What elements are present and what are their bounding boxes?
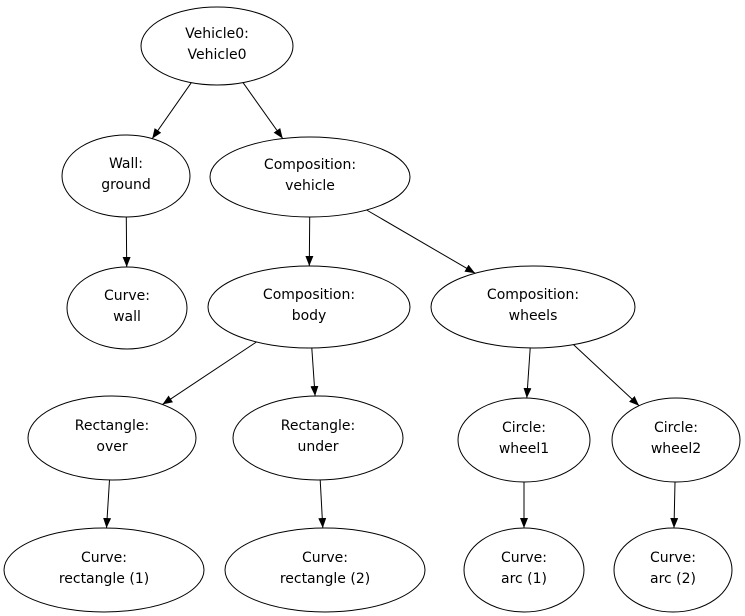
node-rectangle-under-line2: under: [297, 439, 338, 455]
node-curve-rectangle-1: Curve: rectangle (1): [3, 527, 205, 613]
edge-composition-body-to-rectangle-over: [162, 341, 257, 405]
node-curve-rectangle-1-line1: Curve:: [81, 550, 127, 566]
edge-vehicle0-to-composition-vehicle: [242, 82, 284, 139]
node-curve-rectangle-2-shape: [224, 527, 426, 613]
node-rectangle-under-line1: Rectangle:: [281, 418, 355, 434]
node-curve-arc-1-line2: arc (1): [501, 571, 547, 587]
node-rectangle-over-line1: Rectangle:: [75, 418, 149, 434]
node-curve-arc-2-line1: Curve:: [650, 550, 696, 566]
node-curve-wall-line1: Curve:: [104, 288, 150, 304]
node-circle-wheel1-line2: wheel1: [499, 441, 549, 457]
node-composition-vehicle: Composition: vehicle: [209, 136, 411, 218]
edge-composition-wheels-to-circle-wheel1: [523, 347, 532, 399]
node-rectangle-over-line2: over: [96, 439, 127, 455]
node-curve-arc-2-label: Curve: arc (2): [650, 550, 696, 587]
node-vehicle0-shape: [140, 6, 294, 86]
node-curve-arc-1: Curve: arc (1): [463, 527, 585, 613]
node-wall-ground-shape: [61, 134, 191, 218]
node-rectangle-over-label: Rectangle: over: [75, 418, 149, 455]
node-composition-body-line2: body: [292, 308, 327, 324]
node-circle-wheel2-line2: wheel2: [651, 441, 701, 457]
node-wall-ground-line1: Wall:: [109, 156, 143, 172]
node-curve-arc-1-label: Curve: arc (1): [501, 550, 547, 587]
node-curve-wall-line2: wall: [113, 309, 141, 325]
edge-composition-wheels-to-circle-wheel2: [573, 344, 640, 407]
node-wall-ground: Wall: ground: [61, 134, 191, 218]
node-curve-rectangle-2: Curve: rectangle (2): [224, 527, 426, 613]
node-curve-rectangle-1-shape: [3, 527, 205, 613]
edge-circle-wheel2-to-curve-arc-2: [670, 481, 679, 529]
node-composition-body-shape: [207, 265, 411, 349]
node-composition-wheels-label: Composition: wheels: [487, 287, 579, 324]
node-circle-wheel1: Circle: wheel1: [457, 397, 591, 483]
node-curve-arc-2-shape: [613, 527, 733, 613]
node-composition-wheels-line1: Composition:: [487, 287, 579, 303]
node-rectangle-over: Rectangle: over: [27, 395, 197, 481]
node-curve-wall-shape: [66, 266, 188, 350]
node-curve-rectangle-1-label: Curve: rectangle (1): [59, 550, 149, 587]
node-curve-arc-2-line2: arc (2): [650, 571, 696, 587]
node-rectangle-over-shape: [27, 395, 197, 481]
node-composition-body-label: Composition: body: [263, 287, 355, 324]
node-composition-wheels: Composition: wheels: [430, 265, 636, 349]
node-curve-wall-label: Curve: wall: [104, 288, 150, 325]
node-circle-wheel2-label: Circle: wheel2: [651, 420, 701, 457]
node-wall-ground-label: Wall: ground: [101, 156, 151, 193]
node-composition-vehicle-line1: Composition:: [264, 157, 356, 173]
node-circle-wheel2-line1: Circle:: [654, 420, 698, 436]
node-composition-body-line1: Composition:: [263, 287, 355, 303]
node-curve-rectangle-1-line2: rectangle (1): [59, 571, 149, 587]
node-curve-arc-2: Curve: arc (2): [613, 527, 733, 613]
node-vehicle0-line2: Vehicle0: [188, 47, 247, 63]
node-circle-wheel2: Circle: wheel2: [611, 397, 741, 483]
node-curve-rectangle-2-label: Curve: rectangle (2): [280, 550, 370, 587]
node-circle-wheel2-shape: [611, 397, 741, 483]
edge-vehicle0-to-wall-ground: [151, 82, 192, 139]
node-vehicle0-label: Vehicle0: Vehicle0: [185, 26, 249, 63]
node-composition-body: Composition: body: [207, 265, 411, 349]
node-composition-vehicle-label: Composition: vehicle: [264, 157, 356, 194]
node-composition-vehicle-shape: [209, 136, 411, 218]
nodes-layer: Vehicle0:Vehicle0Wall:groundComposition:…: [3, 6, 741, 613]
node-circle-wheel1-line1: Circle:: [502, 420, 546, 436]
node-circle-wheel1-label: Circle: wheel1: [499, 420, 549, 457]
edge-rectangle-under-to-curve-rectangle-2: [318, 479, 327, 529]
node-curve-arc-1-shape: [463, 527, 585, 613]
node-composition-vehicle-line2: vehicle: [285, 178, 335, 194]
node-curve-arc-1-line1: Curve:: [501, 550, 547, 566]
node-curve-rectangle-2-line1: Curve:: [302, 550, 348, 566]
node-rectangle-under: Rectangle: under: [232, 395, 404, 481]
node-curve-wall: Curve: wall: [66, 266, 188, 350]
node-vehicle0: Vehicle0: Vehicle0: [140, 6, 294, 86]
edge-composition-body-to-rectangle-under: [310, 347, 319, 397]
node-vehicle0-line1: Vehicle0:: [185, 26, 249, 42]
node-rectangle-under-label: Rectangle: under: [281, 418, 355, 455]
node-circle-wheel1-shape: [457, 397, 591, 483]
edge-composition-vehicle-to-composition-wheels: [366, 209, 476, 274]
node-wall-ground-line2: ground: [101, 177, 151, 193]
node-rectangle-under-shape: [232, 395, 404, 481]
node-curve-rectangle-2-line2: rectangle (2): [280, 571, 370, 587]
node-composition-wheels-shape: [430, 265, 636, 349]
edge-rectangle-over-to-curve-rectangle-1: [103, 479, 112, 529]
edges-layer: [103, 82, 679, 529]
node-composition-wheels-line2: wheels: [509, 308, 558, 324]
